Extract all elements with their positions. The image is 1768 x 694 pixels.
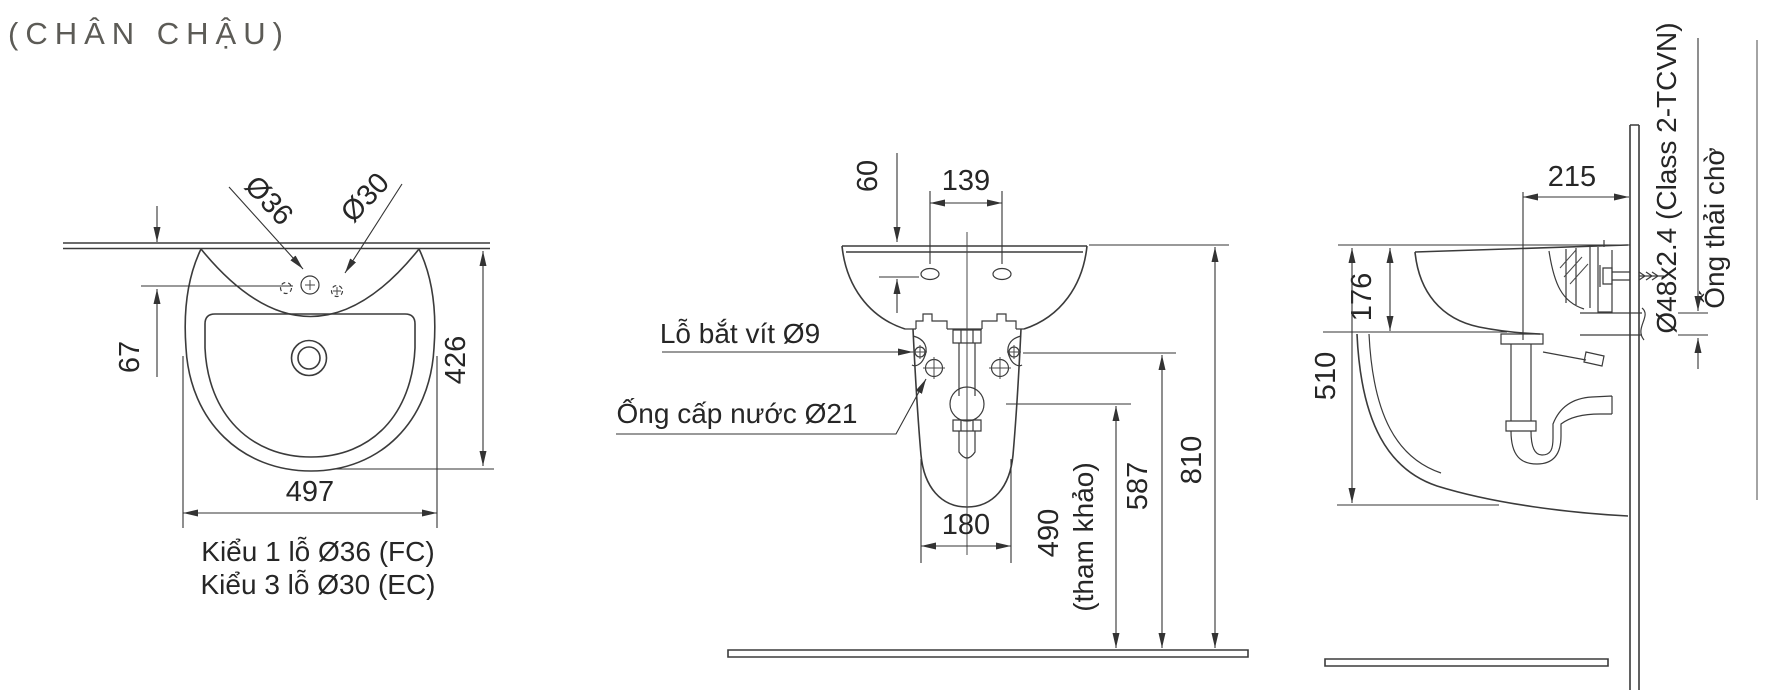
label-supply-pipe: Ống cấp nước Ø21	[616, 397, 857, 429]
label-d30: Ø30	[335, 167, 396, 229]
dim-587: 587	[1122, 462, 1154, 510]
side-trap-u-outer	[1510, 430, 1562, 465]
side-skirt-inner	[1368, 333, 1442, 474]
dim-67: 67	[114, 341, 146, 373]
side-rim-top	[1414, 244, 1629, 253]
plan-hole-36	[300, 275, 320, 295]
front-supply-circle	[949, 386, 985, 422]
dim-426: 426	[440, 336, 472, 384]
side-tailpipe	[1510, 344, 1532, 421]
leader-d36	[228, 186, 304, 270]
plan-basin-outline	[184, 248, 436, 472]
plan-counter-edge	[63, 242, 490, 250]
label-d36: Ø36	[238, 170, 299, 232]
label-screw-hole: Lỗ bắt vít Ø9	[660, 318, 820, 349]
front-screw-hole-right-cross	[1007, 345, 1021, 359]
front-bowl-right	[1023, 245, 1088, 330]
dim-180: 180	[942, 509, 990, 541]
front-supply-tip	[958, 431, 976, 459]
side-bolt	[1599, 265, 1630, 287]
plan-hole-36-cross	[305, 280, 315, 290]
front-pedestal-curl-right	[1007, 335, 1023, 367]
side-view: 215 176 510 Ø48x2.4 (Class 2-TCVN) Ống t…	[1310, 22, 1758, 690]
side-trap-u-inner	[1530, 430, 1554, 456]
dim-810: 810	[1176, 436, 1208, 484]
side-bracket-lines	[1565, 247, 1591, 308]
label-drain-pipe: Ống thải chờ	[1698, 147, 1730, 309]
leader-d30	[344, 183, 403, 274]
front-supply-hole-left-cross	[923, 357, 945, 379]
front-faucet-hole-left	[920, 267, 940, 281]
front-rim-top	[842, 245, 1087, 253]
label-drain-spec: Ø48x2.4 (Class 2-TCVN)	[1651, 22, 1682, 333]
side-popup-rod	[1542, 351, 1605, 367]
plan-drain-inner	[297, 346, 321, 370]
leader-supply-pipe	[616, 378, 927, 435]
dim-490-note: (tham khảo)	[1068, 462, 1099, 611]
dim-139: 139	[942, 165, 990, 197]
dim-497: 497	[286, 476, 334, 508]
front-pedestal-curl-left	[911, 335, 927, 367]
side-skirt-outer	[1356, 333, 1629, 517]
front-supply-hole-right-cross	[989, 357, 1011, 379]
front-lug-right	[981, 313, 1017, 329]
dim-176: 176	[1346, 273, 1378, 321]
front-screw-hole-left-cross	[913, 345, 927, 359]
front-lug-left	[915, 313, 948, 329]
front-supply-nut-bottom	[952, 419, 982, 432]
dim-510: 510	[1310, 352, 1342, 400]
dim-60: 60	[852, 160, 884, 192]
front-faucet-hole-right	[992, 267, 1012, 281]
plan-view: 67 426 497 Ø36 Ø30 Kiểu 1 lỗ Ø36 (FC) Ki…	[63, 167, 494, 600]
plan-hole-30-left	[279, 281, 293, 295]
plan-caption-2: Kiểu 3 lỗ Ø30 (EC)	[201, 569, 436, 600]
front-view: 60 139 Lỗ bắt vít Ø9 Ống cấp nước Ø21 18…	[616, 153, 1249, 658]
front-bowl-left	[841, 245, 906, 330]
dim-215: 215	[1548, 161, 1596, 193]
side-bowl-profile	[1414, 251, 1541, 335]
plan-hole-30-right	[330, 284, 344, 298]
front-supply-nut-top	[952, 329, 982, 344]
side-floor	[1324, 658, 1609, 667]
side-bracket-hatch	[1559, 249, 1589, 285]
front-supply-pipe	[958, 343, 976, 396]
front-floor	[727, 649, 1249, 658]
side-waste-pipe	[1580, 312, 1642, 336]
page-title: (CHÂN CHẬU)	[8, 16, 290, 51]
plan-rim-arc	[200, 248, 420, 318]
side-wall	[1629, 124, 1640, 690]
dim-490: 490	[1033, 509, 1065, 557]
plan-drain-outer	[290, 339, 328, 377]
side-trap-outlet	[1552, 395, 1613, 438]
dim-d48-ticks	[1678, 312, 1708, 336]
side-overflow-channel	[1548, 250, 1585, 310]
side-drain-flange	[1500, 333, 1544, 345]
plan-hole-30-right-cross	[333, 287, 341, 295]
plan-caption-1: Kiểu 1 lỗ Ø36 (FC)	[201, 536, 434, 567]
plan-inner-bowl	[204, 313, 416, 458]
side-trap-nut	[1505, 420, 1537, 432]
side-bolt-anchor	[1638, 271, 1664, 281]
dim-139-ext	[929, 191, 1003, 264]
side-pipe-break	[1640, 307, 1646, 341]
